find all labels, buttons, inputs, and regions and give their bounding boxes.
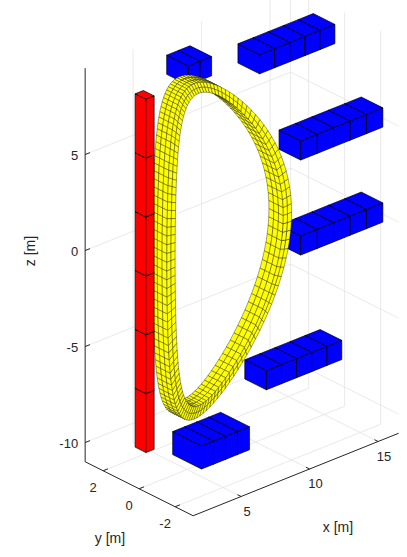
central-solenoid [146,214,154,276]
tick-label: -10 [59,436,78,449]
coil-mesh-cell [266,292,272,302]
coil-mesh-cell [280,240,285,249]
coil-mesh-cell [287,212,291,222]
coil-mesh-cell [283,214,287,224]
grid-line [139,406,345,489]
pf-coil [238,38,275,55]
central-solenoid [135,212,146,276]
central-solenoid [146,390,154,452]
axis-label: z [m] [23,235,37,265]
coil-mesh-cell [171,235,175,244]
central-solenoid [146,273,154,335]
tick-mark [103,469,108,471]
central-solenoid [135,388,146,452]
coil-mesh-cell [282,231,287,241]
coil-mesh-cell [172,179,176,188]
tick-mark [306,467,310,469]
coil-mesh-cell [226,94,230,101]
coil-mesh-cell [229,367,233,378]
tick-mark [85,153,90,155]
tick-mark [375,440,379,442]
tick-label: 10 [308,477,322,490]
coil-mesh-cell [233,100,237,108]
grid-line [103,388,309,471]
coil-mesh-cell [172,172,176,181]
tick-label: 0 [126,498,133,511]
tick-label: -2 [159,516,171,529]
tick-mark [238,495,242,497]
coil-mesh-cell [274,267,280,276]
tick-mark [85,441,90,443]
coil-mesh-cell [168,178,172,187]
coil-mesh-cell [167,227,171,236]
grid-line [380,31,381,425]
coil-mesh-cell [279,249,285,258]
coil-mesh-cell [172,187,176,195]
coil-mesh-cell [229,97,233,105]
coil-mesh-cell [167,210,171,218]
grid-line [133,49,134,443]
central-solenoid [135,329,146,393]
coil-mesh-cell [233,361,237,372]
coil-mesh-cell [269,284,275,294]
coil-mesh-cell [171,218,175,226]
coil-mesh-cell [222,92,226,99]
grid [85,0,399,507]
central-solenoid [135,270,146,334]
coil-mesh-cell [263,301,269,311]
central-solenoid [146,96,154,158]
tick-label: -5 [67,340,79,353]
central-solenoid [146,331,154,393]
tick-mark [139,487,144,489]
coil-mesh-cell [171,210,175,218]
coil-mesh-cell [167,219,171,228]
tick-mark [85,249,90,251]
x-axis-line [193,433,399,516]
tick-label: 2 [90,480,97,493]
central-solenoid [135,91,154,100]
coil-mesh-cell [168,170,172,179]
coil-mesh-cell [168,194,172,203]
tick-label: 5 [71,148,78,161]
front-coils [135,91,249,470]
pf-coils-back [167,14,383,390]
grid-line [85,264,291,347]
coil-mesh-cell [167,235,171,244]
tf-coil [153,75,292,420]
tick-mark [175,505,180,507]
tick-label: 5 [243,504,250,517]
z-axis-line [85,68,86,462]
central-solenoid [146,155,154,217]
tick-label: 15 [377,449,391,462]
central-solenoid [135,94,146,158]
coil-mesh-cell [167,244,171,254]
pf-coil [279,123,317,140]
coil-mesh-cell [272,275,278,285]
tick-label: 0 [71,244,78,257]
coil-mesh-cell [172,194,176,202]
coil-mesh-cell [226,373,230,384]
pf-coil [167,50,200,65]
central-solenoid [135,153,146,217]
coil-mesh-cell [171,226,175,235]
coil-mesh-cell [237,103,242,111]
grid-line [291,264,399,318]
grid-line [85,168,291,251]
coil-mesh-cell [171,202,175,210]
tick-mark [85,345,90,347]
grid-line [85,72,291,155]
y-axis-line [85,462,193,516]
pf-coil [173,427,214,446]
coil-mesh-cell [171,243,175,253]
grid-line [308,0,309,388]
coil-mesh-cell [167,202,171,211]
coil-mesh-cell [277,258,283,267]
axes [85,68,399,516]
axis-label: y [m] [95,531,125,545]
pf-coil [245,354,282,371]
axis-label: x [m] [323,520,353,534]
coil-mesh-cell [168,186,172,195]
